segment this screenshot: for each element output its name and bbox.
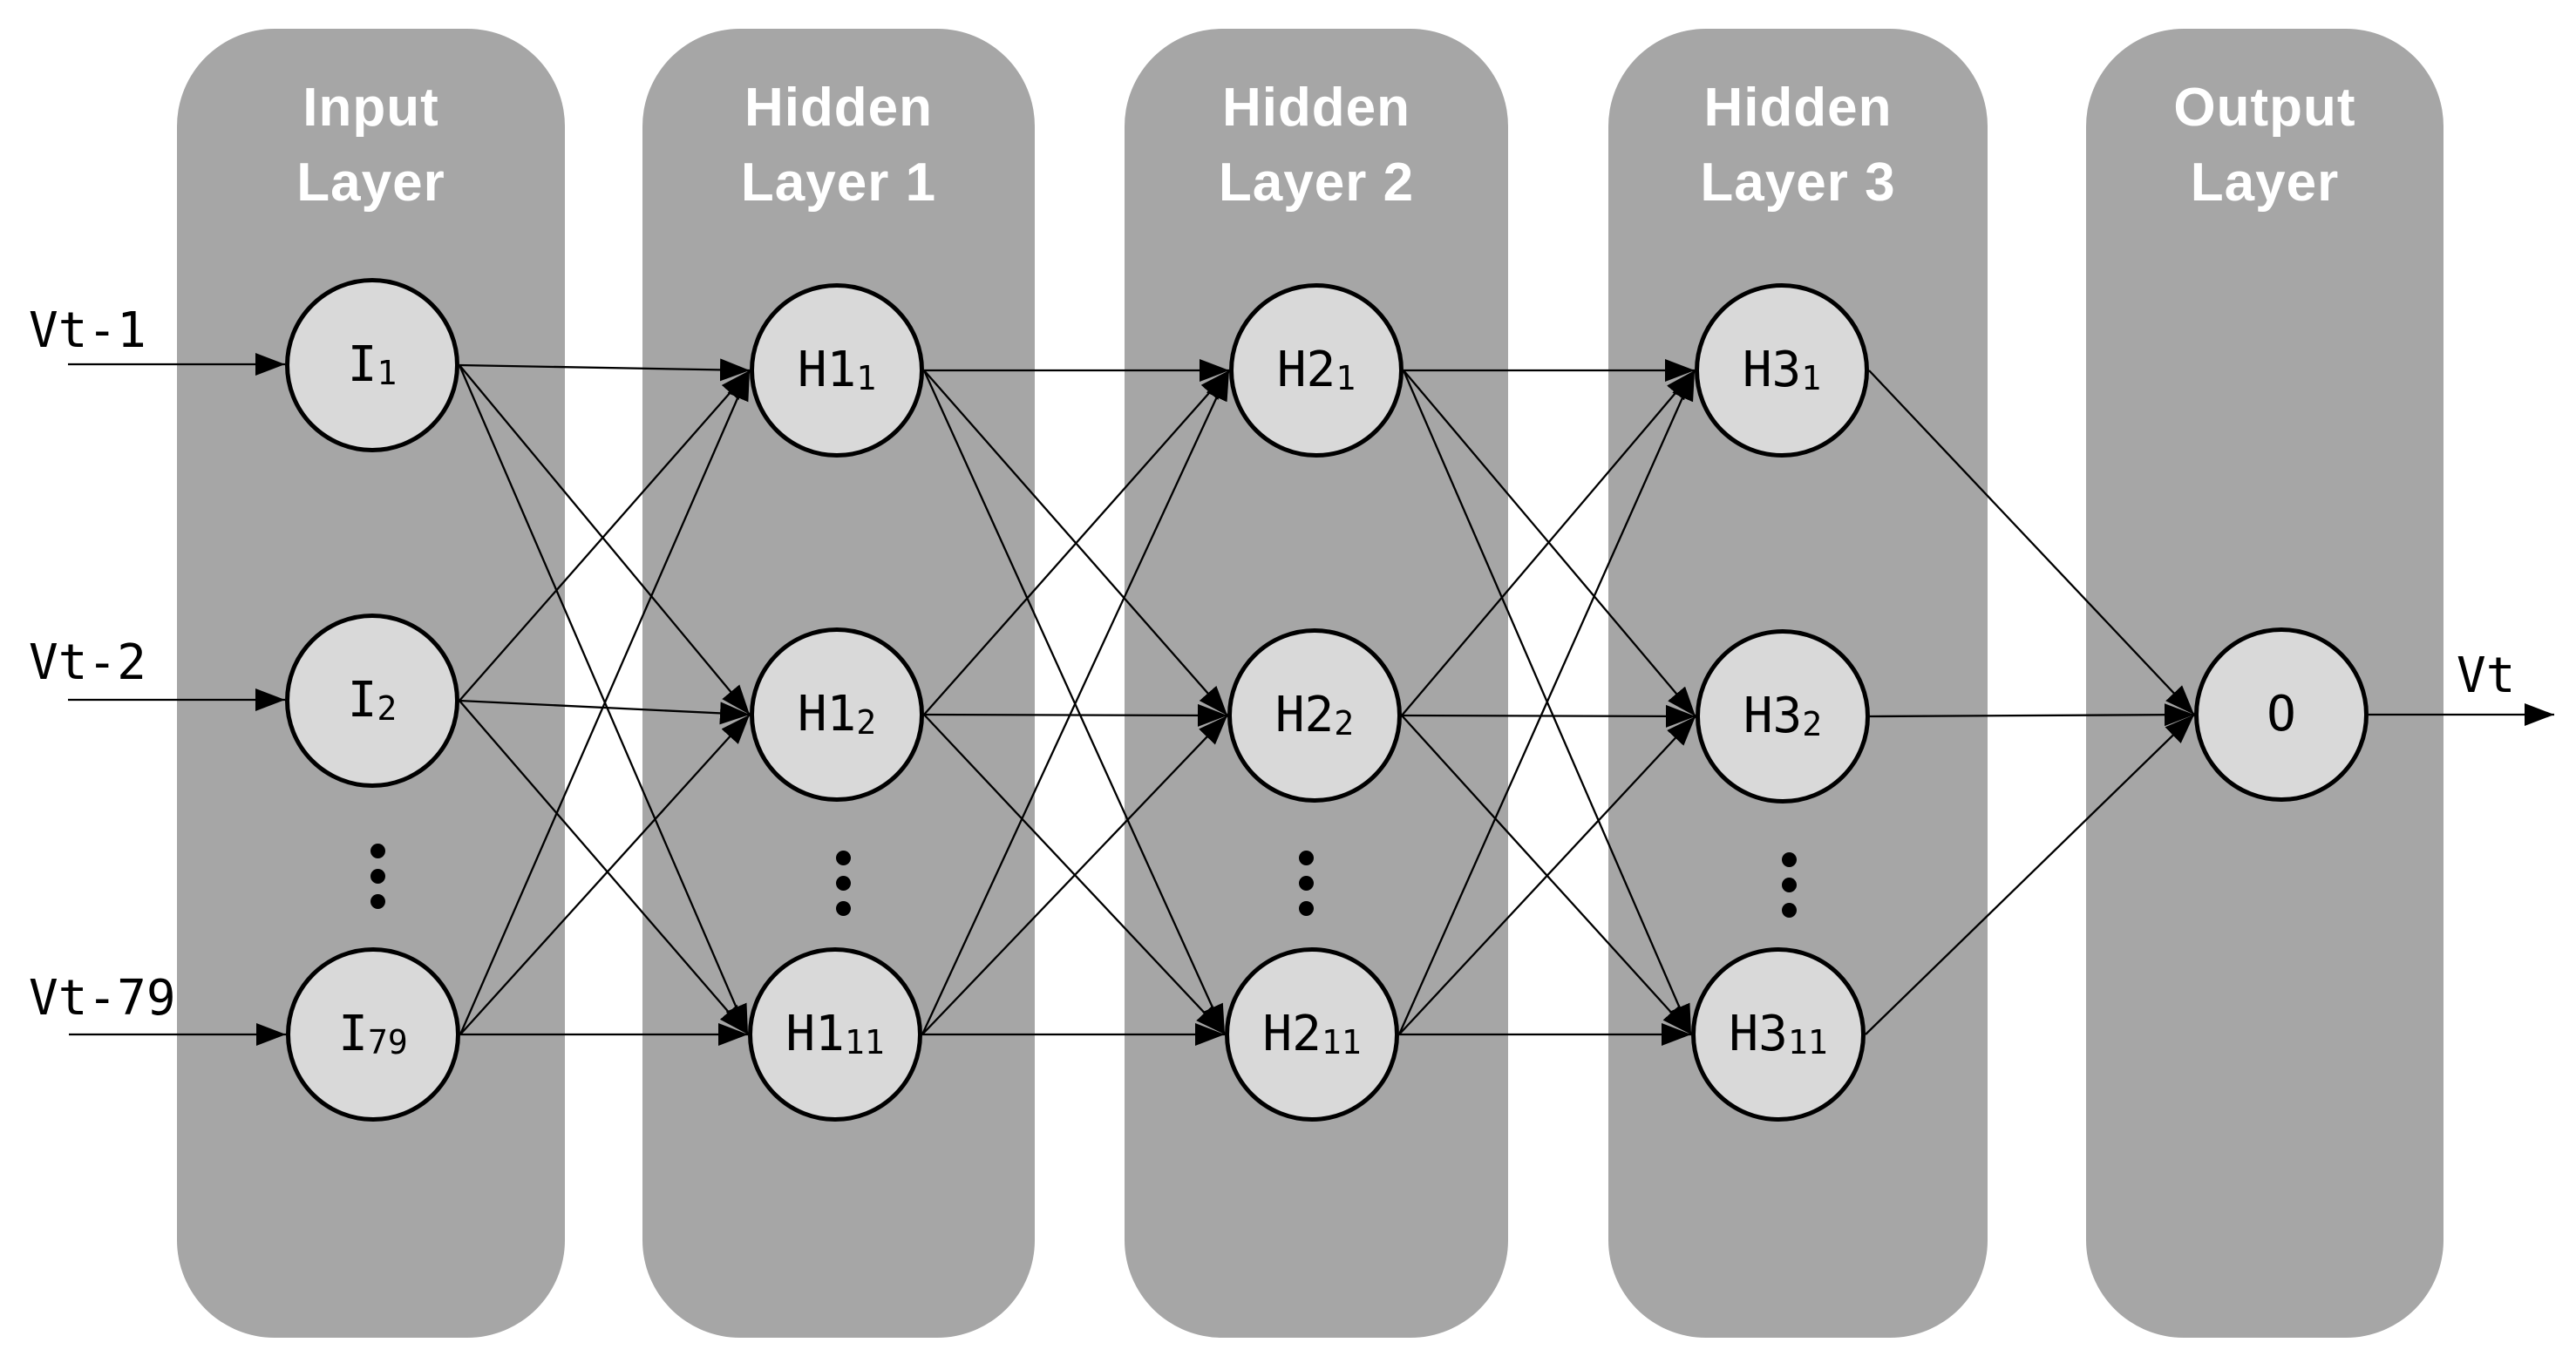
neuron-label-subscript: 11 — [1787, 1023, 1828, 1062]
ellipsis-dot-input — [370, 843, 385, 858]
ellipsis-dot-input — [370, 893, 385, 909]
neuron-label-main: H3 — [1742, 342, 1802, 398]
neuron-node-O: O — [2194, 627, 2369, 802]
ellipsis-dot-input — [370, 868, 385, 884]
layer-title-output: Output Layer — [2086, 71, 2443, 220]
neuron-label-main: I — [347, 672, 377, 729]
ellipsis-dot-hidden1 — [835, 900, 851, 916]
neuron-label-main: H2 — [1276, 342, 1336, 398]
neuron-label-main: O — [2267, 686, 2296, 743]
layer-title-line2: Layer — [296, 153, 445, 213]
neuron-label-subscript: 11 — [844, 1023, 885, 1062]
neuron-label-main: H1 — [797, 686, 857, 743]
ellipsis-dot-hidden3 — [1781, 877, 1797, 892]
neuron-label-subscript: 2 — [1334, 704, 1355, 743]
label-input-vt-79: Vt-79 — [29, 970, 176, 1027]
layer-title-line1: Input — [302, 78, 439, 138]
layer-title-line1: Hidden — [1703, 78, 1893, 138]
layer-title-line2: Layer 1 — [740, 153, 937, 213]
layer-title-line1: Hidden — [744, 78, 934, 138]
neuron-label-subscript: 2 — [1802, 705, 1823, 744]
label-output-vt: Vt — [2457, 648, 2516, 704]
neuron-label-main: H2 — [1262, 1006, 1322, 1062]
neuron-label-subscript: 11 — [1321, 1023, 1362, 1062]
label-input-vt-2: Vt-2 — [29, 634, 146, 691]
ellipsis-dot-hidden2 — [1298, 875, 1314, 891]
layer-title-hidden2: Hidden Layer 2 — [1125, 71, 1508, 220]
neuron-label-subscript: 1 — [1336, 359, 1356, 398]
neuron-label-main: H1 — [797, 342, 857, 398]
neuron-label-subscript: 1 — [856, 359, 877, 398]
layer-title-line2: Layer 3 — [1700, 153, 1896, 213]
neuron-label-main: I — [338, 1006, 368, 1062]
ellipsis-dot-hidden3 — [1781, 902, 1797, 918]
layer-title-line1: Hidden — [1221, 78, 1411, 138]
ellipsis-dot-hidden2 — [1298, 900, 1314, 916]
neuron-label-main: I — [347, 336, 377, 393]
ellipsis-dot-hidden2 — [1298, 850, 1314, 865]
label-input-vt-1: Vt-1 — [29, 302, 146, 359]
layer-title-line1: Output — [2173, 78, 2356, 138]
neuron-label-main: H3 — [1743, 688, 1803, 744]
layer-title-hidden3: Hidden Layer 3 — [1608, 71, 1988, 220]
neuron-label-subscript: 2 — [377, 689, 398, 729]
neuron-label-main: H3 — [1729, 1006, 1788, 1062]
neuron-label-subscript: 1 — [377, 354, 398, 393]
ellipsis-dot-hidden1 — [835, 875, 851, 891]
neuron-label-main: H2 — [1274, 687, 1335, 743]
ellipsis-dot-hidden1 — [835, 850, 851, 865]
layer-title-input: Input Layer — [177, 71, 565, 220]
neuron-label-main: H1 — [785, 1006, 845, 1062]
neuron-label-subscript: 79 — [367, 1023, 408, 1062]
neuron-label-subscript: 1 — [1801, 359, 1822, 398]
ellipsis-dot-hidden3 — [1781, 851, 1797, 867]
neuron-label-subscript: 2 — [856, 703, 877, 743]
layer-title-hidden1: Hidden Layer 1 — [642, 71, 1035, 220]
layer-title-line2: Layer — [2190, 153, 2340, 213]
layer-title-line2: Layer 2 — [1218, 153, 1415, 213]
